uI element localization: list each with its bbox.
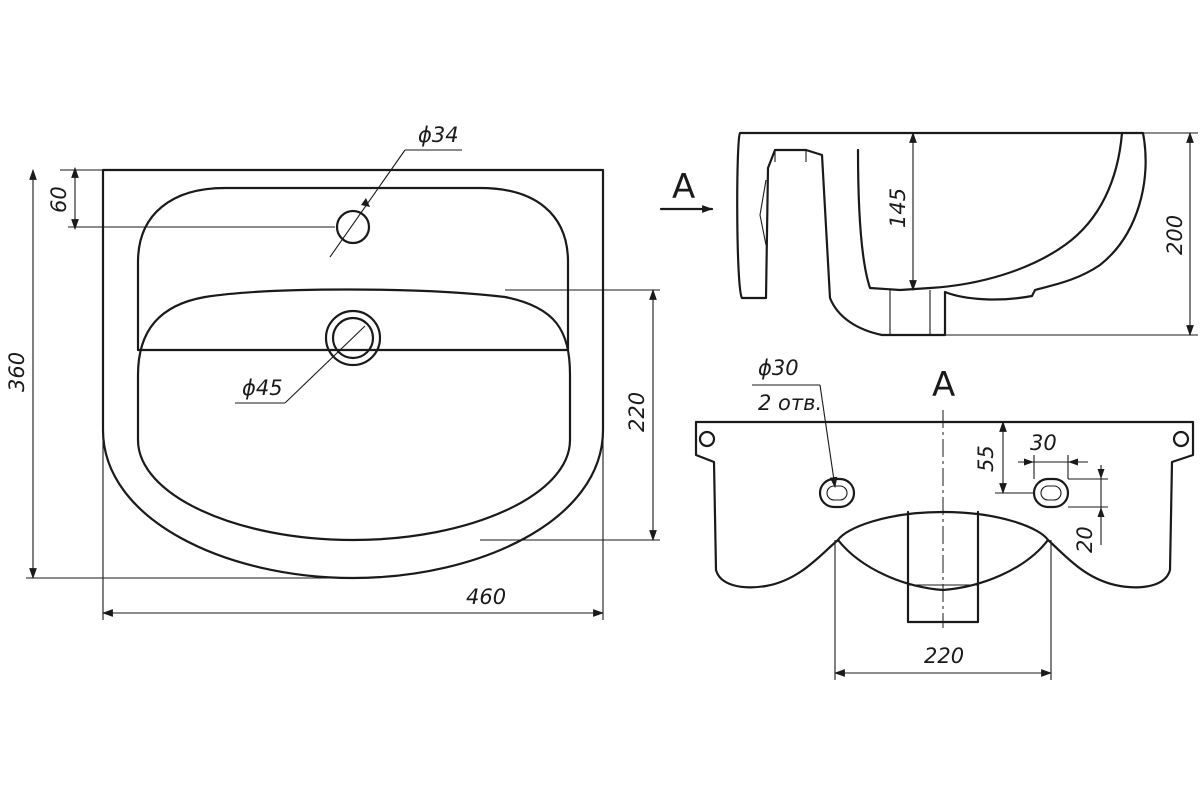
front-outline — [694, 420, 1195, 589]
leader-drain — [284, 325, 366, 404]
dim-overall-width: 460 — [466, 585, 506, 609]
dim-slot-width: 30 — [1030, 431, 1057, 455]
mount-slot-right — [1032, 477, 1070, 509]
drain-pipe — [906, 510, 980, 624]
top-view: ϕ34 ϕ45 60 360 220 460 — [5, 123, 660, 620]
bowl-inner-curve — [856, 131, 1124, 292]
hanging-hole-right — [1172, 430, 1190, 448]
view-arrow-label: A — [672, 167, 695, 207]
basin-outline — [101, 168, 605, 580]
dim-drain-diameter: ϕ45 — [242, 376, 283, 400]
dim-overall-height: 200 — [1163, 215, 1187, 255]
section-label: A — [932, 365, 955, 405]
dim-tap-offset: 60 — [47, 186, 71, 213]
deck-recess — [136, 186, 570, 352]
dim-mount-count: 2 отв. — [758, 391, 822, 415]
dim-mount-diameter: ϕ30 — [758, 356, 799, 380]
front-view: A ϕ30 2 отв. 55 30 20 — [694, 356, 1195, 680]
dim-bowl-width: 220 — [924, 644, 964, 668]
tap-hole — [335, 209, 371, 245]
hanging-hole-left — [698, 430, 716, 448]
side-profile — [736, 131, 1147, 337]
dim-bowl-height: 145 — [886, 188, 910, 228]
side-view: A 145 200 — [659, 131, 1198, 337]
leader-mount — [819, 384, 838, 489]
bowl-underside — [836, 538, 1050, 592]
dim-mount-offset: 55 — [974, 445, 998, 472]
dim-slot-height: 20 — [1073, 526, 1097, 553]
dim-bowl-depth: 220 — [625, 392, 649, 432]
mount-slot-left — [818, 477, 856, 509]
dim-overall-depth: 360 — [5, 352, 29, 392]
bowl-outline — [136, 288, 572, 542]
drain-inner — [331, 316, 375, 360]
dim-tap-diameter: ϕ34 — [418, 123, 459, 147]
drain-outer — [324, 309, 382, 367]
